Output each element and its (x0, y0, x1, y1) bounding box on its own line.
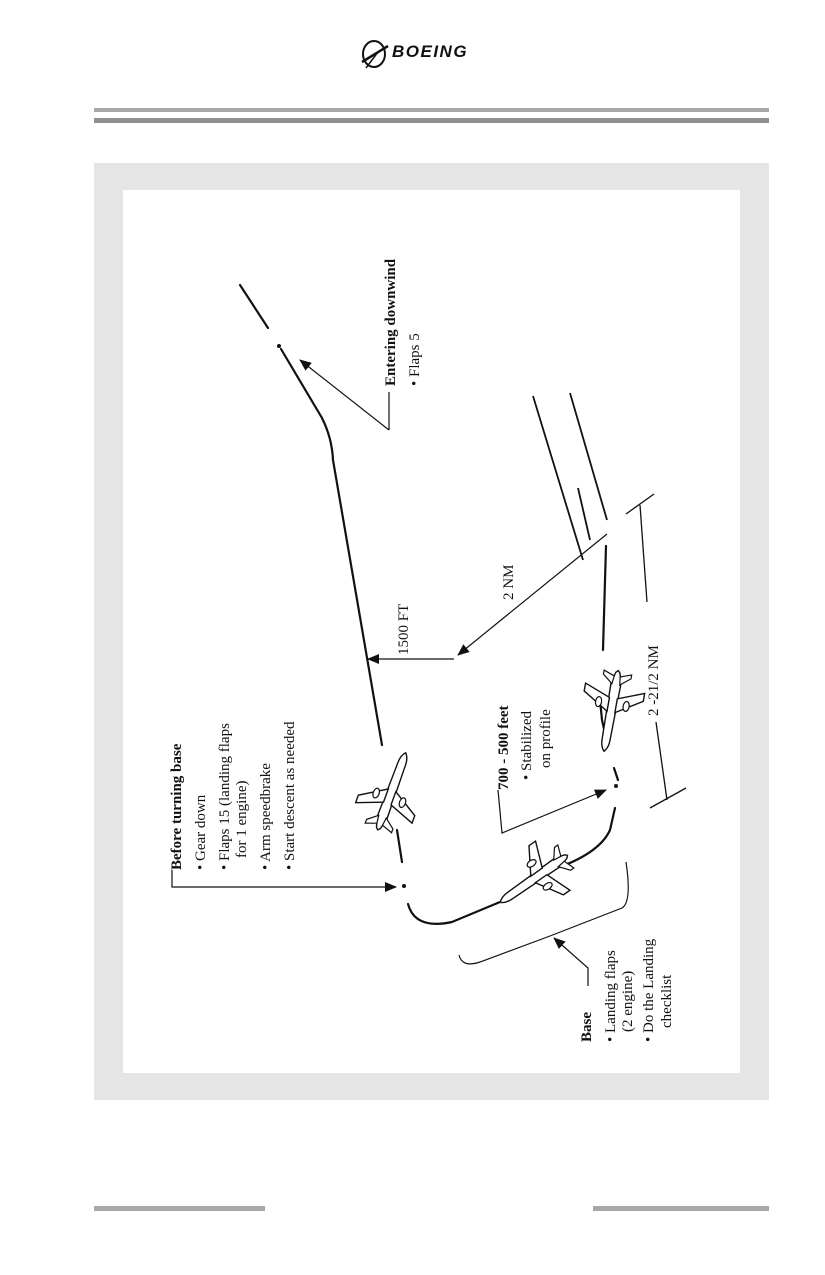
base-item: • Landing flaps (603, 950, 619, 1042)
entering-downwind-callout: Entering downwind • Flaps 5 (383, 258, 423, 386)
stabilized-item: on profile (538, 709, 554, 768)
header-rule-thick (94, 118, 769, 123)
footer-rule-right (593, 1206, 769, 1211)
altitude-label: 1500 FT (396, 604, 412, 655)
before-turning-base-item: for 1 engine) (234, 781, 250, 858)
runway-distance-label: 2 NM (501, 565, 517, 600)
final-distance-label: 2 -21/2 NM (646, 645, 662, 716)
entering-downwind-item: • Flaps 5 (407, 333, 423, 386)
base-item: (2 engine) (620, 971, 636, 1032)
brand-name: BOEING (392, 42, 469, 61)
before-turning-base-item: • Flaps 15 (landing flaps (217, 723, 233, 870)
before-turning-base-item: • Arm speedbrake (258, 763, 274, 870)
stabilized-callout: 700 - 500 feet • Stabilized on profile (496, 705, 554, 790)
stabilized-item: • Stabilized (519, 711, 535, 780)
figure-panel (123, 190, 740, 1073)
footer-rule-left (94, 1206, 265, 1211)
runway-distance-label-group: 2 NM (501, 565, 517, 600)
base-title: Base (579, 1012, 595, 1042)
base-item: checklist (659, 974, 675, 1028)
altitude-label-group: 1500 FT (396, 604, 412, 655)
airplane-icon-base (482, 830, 586, 928)
runway (532, 392, 608, 561)
before-turning-base-item: • Start descent as needed (282, 721, 298, 870)
final-distance-label-group: 2 -21/2 NM (646, 645, 662, 716)
stabilized-title: 700 - 500 feet (496, 705, 512, 790)
boeing-logo: BOEING (358, 38, 508, 74)
before-turning-base-callout: Before turning base • Gear down • Flaps … (169, 721, 298, 870)
flight-path (238, 283, 620, 925)
final-dimension (625, 493, 687, 809)
airplane-icon-final (573, 664, 649, 758)
before-turning-base-item: • Gear down (193, 794, 209, 870)
leader-lines (171, 359, 629, 986)
boeing-logo-icon (361, 40, 389, 69)
base-callout: Base • Landing flaps (2 engine) • Do the… (579, 938, 675, 1042)
airplane-icon-downwind (348, 741, 435, 841)
header-rule-thin (94, 108, 769, 112)
entering-downwind-title: Entering downwind (383, 258, 399, 386)
base-item: • Do the Landing (641, 938, 657, 1042)
before-turning-base-title: Before turning base (169, 743, 185, 870)
